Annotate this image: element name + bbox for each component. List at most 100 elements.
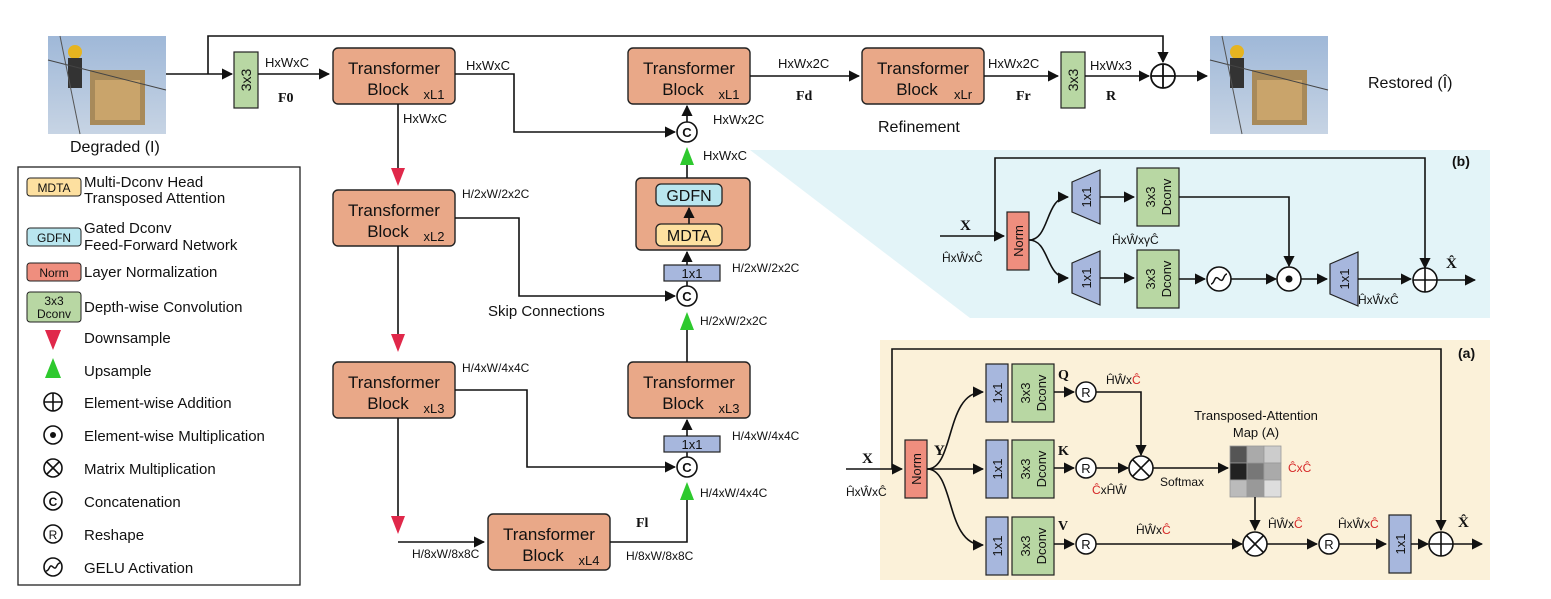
legend-norm: Norm Layer Normalization [26,262,217,282]
restored-label: Restored (Î) [1368,73,1452,92]
skip-line-3 [455,389,677,473]
tb-dec-l2-expanded: GDFN MDTA [635,177,751,251]
dim-dec2-1x1: H/2xW/2x2C [732,261,800,275]
dim-latent-in: H/8xW/8x8C [412,547,480,561]
conv1x1-dec2 [663,264,721,282]
svg-text:Norm: Norm [39,266,68,280]
mdta-x-in: X [862,451,873,467]
fr-label: Fr [1016,89,1031,104]
mdta-1x1-k [985,439,1009,499]
svg-text:Transposed Attention: Transposed Attention [84,190,225,207]
mdta-dim-reshape: ĤxŴxĈ [1338,516,1379,531]
gdfn-1x1-top [1071,169,1101,225]
legend-downsample: Downsample [45,330,171,350]
svg-text:Block: Block [662,394,704,413]
gdfn-box [655,183,723,207]
svg-text:Dconv: Dconv [1034,450,1049,487]
mdta-skip [891,348,1447,532]
svg-text:xL1: xL1 [424,87,445,102]
line-latent-up [610,500,688,543]
svg-text:3x3: 3x3 [1018,383,1033,404]
add-output [1150,63,1176,89]
tb-latent-l4: Transformer Block xL4 [487,513,611,571]
svg-text:GDFN: GDFN [37,231,71,245]
gdfn-dconv-bot [1136,249,1180,309]
attn-dim: ĈxĈ [1288,460,1312,475]
dim-enc1-down: HxWxC [403,111,447,126]
svg-text:C: C [49,495,58,509]
mdta-branch-q [926,386,985,470]
svg-text:xL4: xL4 [579,553,600,568]
svg-text:3x3: 3x3 [1143,187,1158,208]
tb-dec-l1: Transformer Block xL1 [627,47,751,105]
svg-text:1x1: 1x1 [682,266,703,281]
skip-connections-label: Skip Connections [488,303,605,320]
svg-text:Transformer: Transformer [643,59,735,78]
gdfn-skip [994,157,1431,270]
mdta-1x1-q [985,363,1009,423]
mdta-softmax: Softmax [1160,475,1204,489]
svg-text:R: R [1081,385,1090,400]
tb-enc-l1: Transformer Block xL1 [332,47,456,105]
mdta-box [655,223,723,247]
svg-text:Dconv: Dconv [1034,527,1049,564]
svg-text:Transformer: Transformer [348,59,440,78]
degraded-image [47,35,167,135]
svg-text:1x1: 1x1 [682,437,703,452]
r-label: R [1106,89,1117,104]
conv1x1-dec3 [663,435,721,453]
dim-concat1: HxWx2C [713,112,764,127]
conv3x3-input-label: 3x3 [238,69,254,92]
restored-image [1209,35,1329,135]
svg-text:1x1: 1x1 [1079,187,1094,208]
attn-map-title-2: Map (A) [1233,425,1279,440]
gdfn-dim-mid: ĤxŴxγĈ [1112,232,1159,247]
svg-text:3x3: 3x3 [1143,269,1158,290]
dim-refine-out: HxWx2C [988,56,1039,71]
dim-dec3-1x1: H/4xW/4x4C [732,429,800,443]
legend-matmul: Matrix Multiplication [43,458,216,478]
dim-enc2-out: H/2xW/2x2C [462,187,530,201]
svg-text:Dconv: Dconv [1159,178,1174,215]
dim-out: HxWx3 [1090,58,1132,73]
panel-b-box [970,150,1490,318]
svg-text:3x3: 3x3 [44,294,64,308]
legend-gdfn: GDFN Gated Dconv Feed-Forward Network [26,220,238,254]
upsample-2 [680,312,694,330]
mdta-dim-v: ĤŴxĈ [1136,522,1171,537]
legend-gelu: GELU Activation [43,557,193,577]
svg-text:3x3: 3x3 [1018,536,1033,557]
svg-text:Transformer: Transformer [643,373,735,392]
gdfn-norm [1006,211,1030,271]
svg-text:Element-wise Addition: Element-wise Addition [84,395,232,412]
tb-refine-lr: Transformer Block xLr [861,47,985,105]
gdfn-gelu [1206,266,1232,292]
mdta-q: Q [1058,368,1069,383]
fd-label: Fd [796,89,813,104]
mdta-dim-mv: ĤŴxĈ [1268,516,1303,531]
svg-text:R: R [1081,461,1090,476]
svg-text:Block: Block [662,80,704,99]
svg-text:1x1: 1x1 [990,383,1005,404]
fl-label: Fl [636,516,649,531]
svg-text:MDTA: MDTA [667,228,711,245]
svg-text:Concatenation: Concatenation [84,494,181,511]
dim-latent-out: H/8xW/8x8C [626,549,694,563]
svg-text:xL1: xL1 [719,87,740,102]
svg-text:3x3: 3x3 [1018,459,1033,480]
svg-text:1x1: 1x1 [1393,534,1408,555]
attention-map [1229,445,1282,498]
attn-map-title-1: Transposed-Attention [1194,408,1318,423]
legend-mdta: MDTA Multi-Dconv Head Transposed Attenti… [26,174,225,207]
dim-up3: HxWxC [703,148,747,163]
dim-enc3-out: H/4xW/4x4C [462,361,530,375]
mdta-dim-in: ĤxŴxĈ [846,484,887,499]
gdfn-x-in: X [960,218,971,234]
svg-text:Element-wise Multiplication: Element-wise Multiplication [84,428,265,445]
mdta-dim-q: ĤŴxĈ [1106,372,1141,387]
svg-text:Depth-wise Convolution: Depth-wise Convolution [84,299,242,316]
gdfn-branch-bot [1028,239,1070,284]
svg-text:Multi-Dconv Head: Multi-Dconv Head [84,174,203,191]
svg-text:Norm: Norm [909,453,924,485]
svg-text:1x1: 1x1 [990,459,1005,480]
